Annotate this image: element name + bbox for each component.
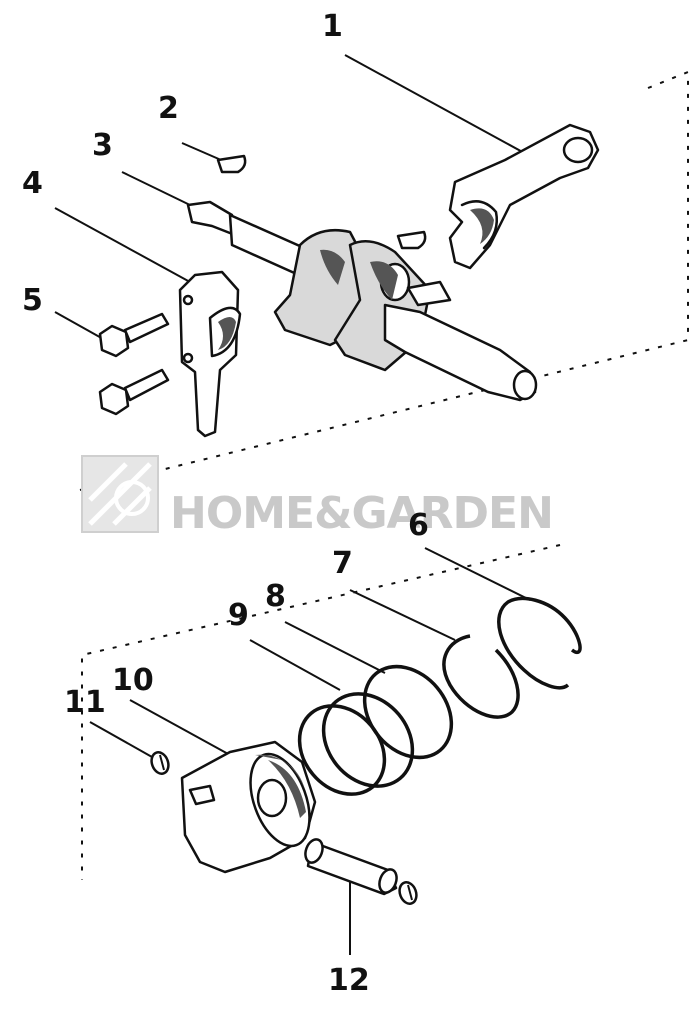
piston-ring-9 bbox=[297, 692, 415, 796]
callout-1: 1 bbox=[322, 9, 343, 44]
rod-bolt-2 bbox=[98, 368, 170, 416]
connecting-rod bbox=[448, 123, 600, 270]
callout-8: 8 bbox=[265, 579, 286, 614]
callout-6: 6 bbox=[408, 508, 429, 543]
piston-ring-7 bbox=[442, 634, 520, 719]
callout-3: 3 bbox=[92, 128, 113, 163]
watermark: HOME&GARDEN bbox=[81, 455, 554, 539]
leader-lines bbox=[54, 54, 531, 955]
piston bbox=[180, 740, 317, 874]
callout-9: 9 bbox=[228, 598, 249, 633]
callout-numbers: 1 2 3 4 5 6 7 8 9 10 11 12 bbox=[22, 9, 429, 998]
callout-12: 12 bbox=[328, 963, 370, 998]
piston-pin-clip-1 bbox=[150, 751, 170, 775]
piston-ring-6 bbox=[497, 596, 582, 690]
piston-pin-clip-2 bbox=[398, 881, 418, 905]
callout-10: 10 bbox=[112, 663, 154, 698]
callout-4: 4 bbox=[22, 166, 43, 201]
callout-5: 5 bbox=[22, 283, 43, 318]
rod-cap bbox=[178, 270, 242, 438]
piston-ring-8 bbox=[362, 664, 454, 760]
callout-11: 11 bbox=[64, 685, 106, 720]
rod-bolt-1 bbox=[98, 312, 170, 358]
crankshaft bbox=[186, 200, 538, 402]
assembly-boundary bbox=[79, 70, 689, 880]
piston-pin bbox=[304, 838, 398, 896]
callout-7: 7 bbox=[332, 546, 353, 581]
watermark-text: HOME&GARDEN bbox=[170, 488, 553, 539]
woodruff-key-2 bbox=[396, 230, 427, 250]
callout-2: 2 bbox=[158, 91, 179, 126]
woodruff-key bbox=[216, 154, 247, 174]
